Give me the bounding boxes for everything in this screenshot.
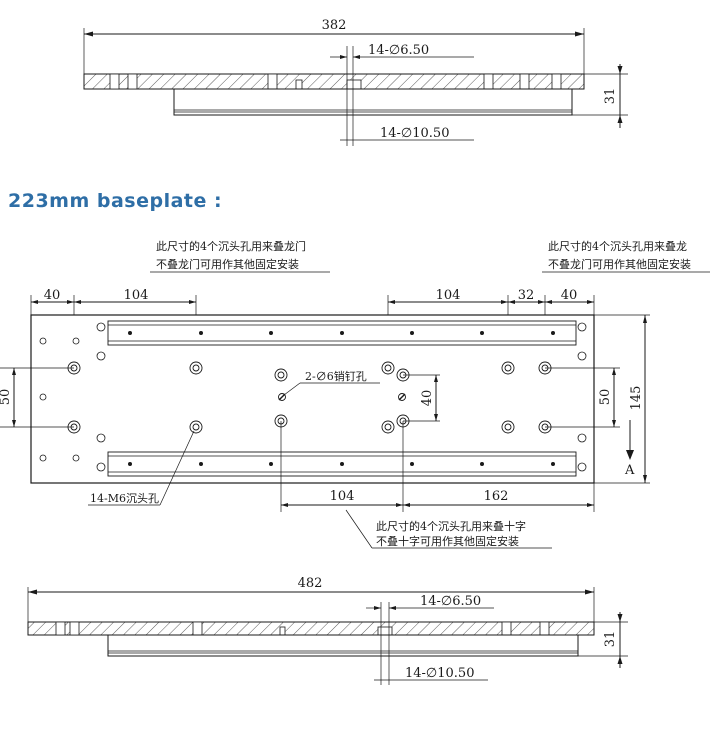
dim-pin-40: 40 [420,390,435,407]
m6-countersink-label: 14-M6沉头孔 [90,492,159,505]
dim-right-104: 104 [436,288,461,303]
dim-bottom-162: 162 [484,489,509,504]
dim-bottom-104: 104 [330,489,355,504]
top-plate-boss [173,88,573,116]
thickness-31-label: 31 [603,88,618,105]
note-gantry-line2: 不叠龙门可用作其他固定安装 [156,257,299,271]
dim-right-50: 50 [598,389,613,406]
pin-holes [278,393,406,401]
large-hole-callout: 14-∅10.50 [380,126,449,141]
bottom-section-view: 482 14-∅6.50 14-∅10.50 31 [27,576,628,685]
small-hole-callout: 14-∅6.50 [368,43,429,58]
dim-left-104: 104 [124,288,149,303]
plan-view: 此尺寸的4个沉头孔用来叠龙门 不叠龙门可用作其他固定安装 此尺寸的4个沉头孔用来… [0,239,710,549]
dim-482-label: 482 [298,576,323,591]
section-mark-a: A [624,463,635,478]
dim-right-32: 32 [518,288,535,303]
dim-right-edge-40: 40 [561,288,578,303]
bottom-thickness-31-label: 31 [603,631,618,648]
dim-height-145: 145 [629,386,644,411]
note-gantry-line1: 此尺寸的4个沉头孔用来叠龙门 [156,239,306,253]
top-plate-section [83,73,585,90]
dim-left-50: 50 [0,389,13,406]
dim-left-edge-40: 40 [44,288,61,303]
note-gantry-right-line2: 不叠龙门可用作其他固定安装 [548,257,691,271]
top-section-view: 382 14-∅6.50 14-∅10.50 31 [83,18,628,146]
pin-hole-label: 2-∅6销钉孔 [305,369,367,383]
bottom-small-hole-callout: 14-∅6.50 [420,594,481,609]
dim-382-label: 382 [322,18,347,33]
note-cross-line1: 此尺寸的4个沉头孔用来叠十字 [376,519,526,533]
note-gantry-right-line1: 此尺寸的4个沉头孔用来叠龙 [548,239,687,253]
bottom-large-hole-callout: 14-∅10.50 [405,666,474,681]
note-cross-line2: 不叠十字可用作其他固定安装 [376,534,519,548]
section-heading: 223mm baseplate : [8,190,223,212]
